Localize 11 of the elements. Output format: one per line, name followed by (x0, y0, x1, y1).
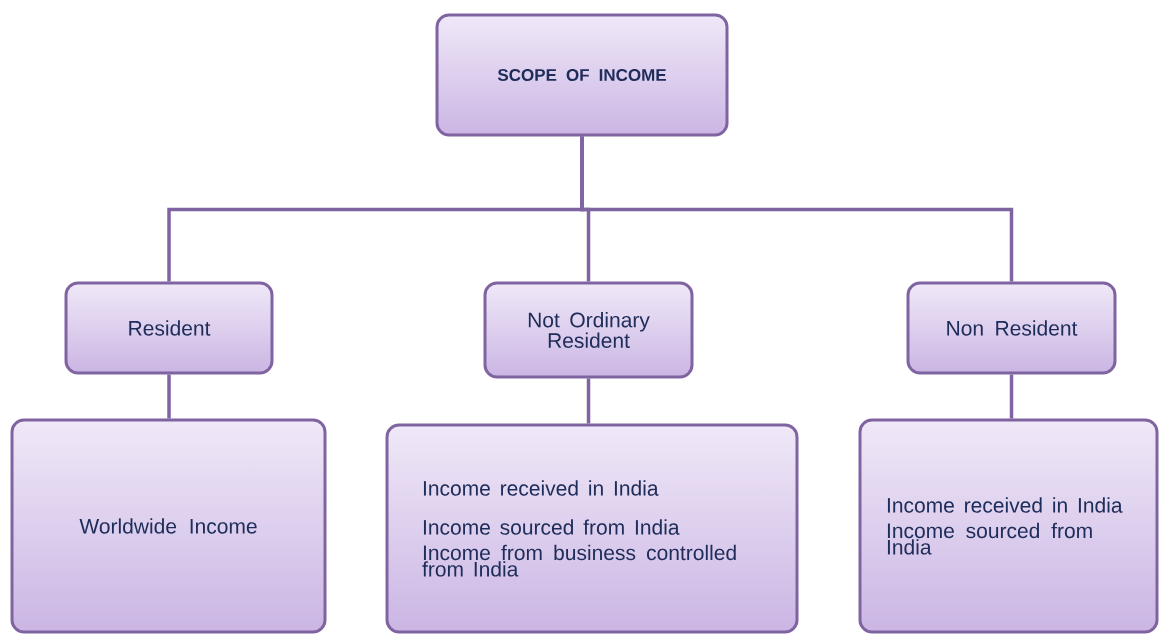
connector-line (167, 374, 171, 419)
category-box: Not Ordinary Resident (483, 281, 694, 379)
connector-line (580, 136, 1014, 282)
connector-line (586, 378, 591, 424)
income-box: Income received in India Income sourced from India Income from business controlled from India (385, 423, 799, 634)
connector-line (1009, 374, 1014, 419)
category-box: Resident (64, 281, 274, 375)
income-box: Income received in India Income sourced from India (858, 418, 1159, 634)
income-box: Worldwide Income (10, 418, 327, 634)
title-box: SCOPE OF INCOME (435, 13, 729, 137)
category-box: Non Resident (906, 281, 1117, 375)
